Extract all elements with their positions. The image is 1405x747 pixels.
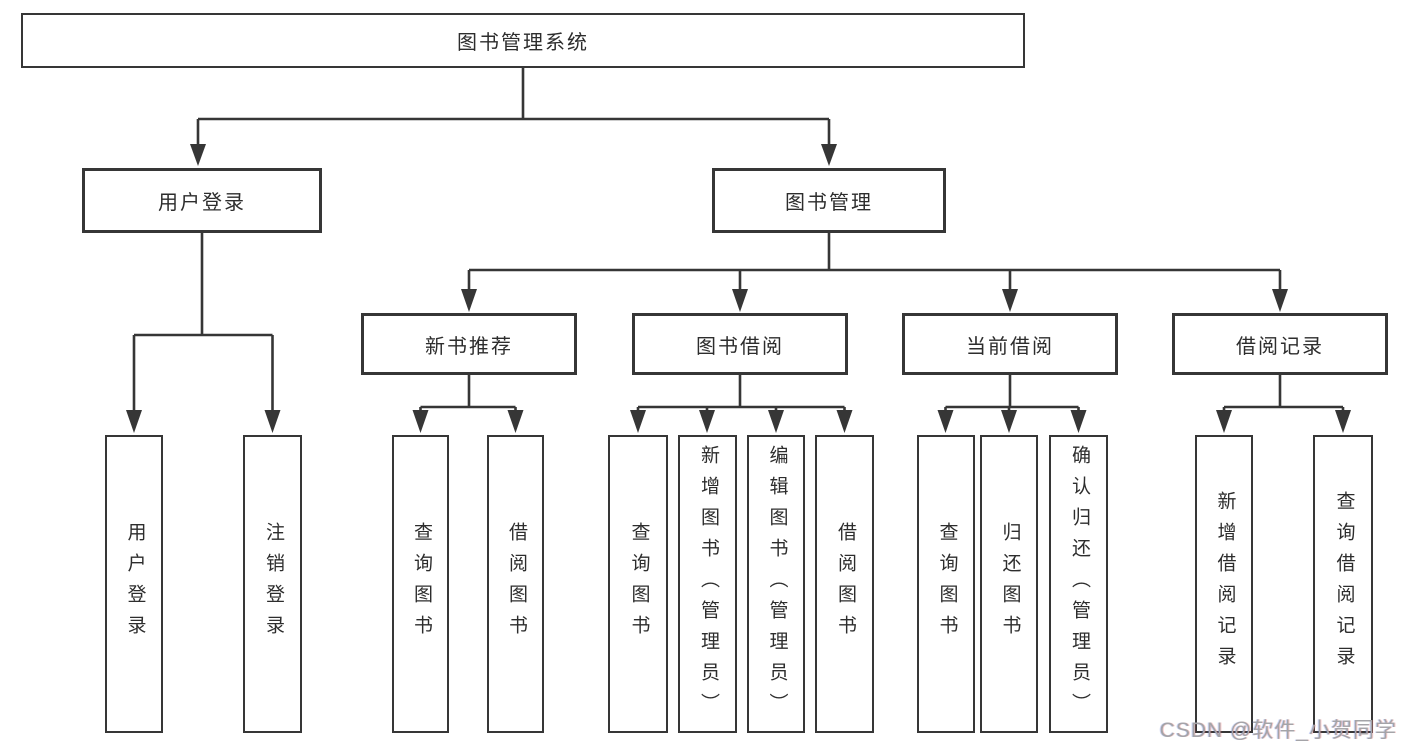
node-book-management: 图书管理 [712,168,946,233]
leaf-bb-borrow-books-label: 借阅图书 [834,522,856,646]
node-book-borrowing-label: 图书借阅 [696,335,784,358]
watermark: CSDN @软件_小贺同学 [1159,719,1397,742]
leaf-cb-confirm-return-admin-label: 确认归还（管理员） [1068,444,1090,724]
leaf-nbr-query-books-label: 查询图书 [410,522,432,646]
leaf-user-login-label: 用户登录 [124,522,146,646]
leaf-bb-query-books: 查询图书 [608,435,668,733]
leaf-cb-query-books: 查询图书 [917,435,975,733]
leaf-query-borrow-record: 查询借阅记录 [1313,435,1373,733]
node-library-system: 图书管理系统 [21,13,1025,68]
edge-borrow-records-children [1216,375,1351,433]
edge-new-book-rec-children [412,375,524,433]
leaf-nbr-borrow-books: 借阅图书 [487,435,544,733]
edge-current-borrow-children [937,375,1087,433]
node-current-borrowing-label: 当前借阅 [966,335,1054,358]
node-new-book-recommend: 新书推荐 [361,313,577,375]
node-book-borrowing: 图书借阅 [632,313,848,375]
leaf-bb-add-books-admin: 新增图书（管理员） [678,435,737,733]
leaf-cb-return-books: 归还图书 [980,435,1038,733]
node-new-book-recommend-label: 新书推荐 [425,335,513,358]
leaf-cb-confirm-return-admin: 确认归还（管理员） [1049,435,1108,733]
node-book-management-label: 图书管理 [785,192,873,214]
leaf-user-login: 用户登录 [105,435,163,733]
leaf-bb-add-books-admin-label: 新增图书（管理员） [697,444,719,724]
node-borrowing-records-label: 借阅记录 [1236,335,1324,358]
leaf-bb-edit-books-admin: 编辑图书（管理员） [747,435,805,733]
leaf-bb-borrow-books: 借阅图书 [815,435,874,733]
node-current-borrowing: 当前借阅 [902,313,1118,375]
edge-book-mgmt-children [461,233,1288,312]
leaf-query-borrow-record-label: 查询借阅记录 [1333,491,1355,677]
edge-book-borrow-children [630,375,853,433]
leaf-bb-query-books-label: 查询图书 [628,522,650,646]
leaf-logout: 注销登录 [243,435,302,733]
leaf-cb-query-books-label: 查询图书 [936,522,958,646]
leaf-nbr-borrow-books-label: 借阅图书 [505,522,527,646]
node-library-system-label: 图书管理系统 [457,32,589,54]
leaf-logout-label: 注销登录 [262,522,284,646]
node-user-login: 用户登录 [82,168,322,233]
node-user-login-label: 用户登录 [158,192,246,214]
leaf-nbr-query-books: 查询图书 [392,435,449,733]
leaf-add-borrow-record: 新增借阅记录 [1195,435,1253,733]
leaf-add-borrow-record-label: 新增借阅记录 [1214,491,1236,677]
node-borrowing-records: 借阅记录 [1172,313,1388,375]
edge-user-login-children [126,233,281,433]
leaf-cb-return-books-label: 归还图书 [999,522,1021,646]
edge-root-to-level2 [190,68,837,166]
leaf-bb-edit-books-admin-label: 编辑图书（管理员） [766,444,788,724]
